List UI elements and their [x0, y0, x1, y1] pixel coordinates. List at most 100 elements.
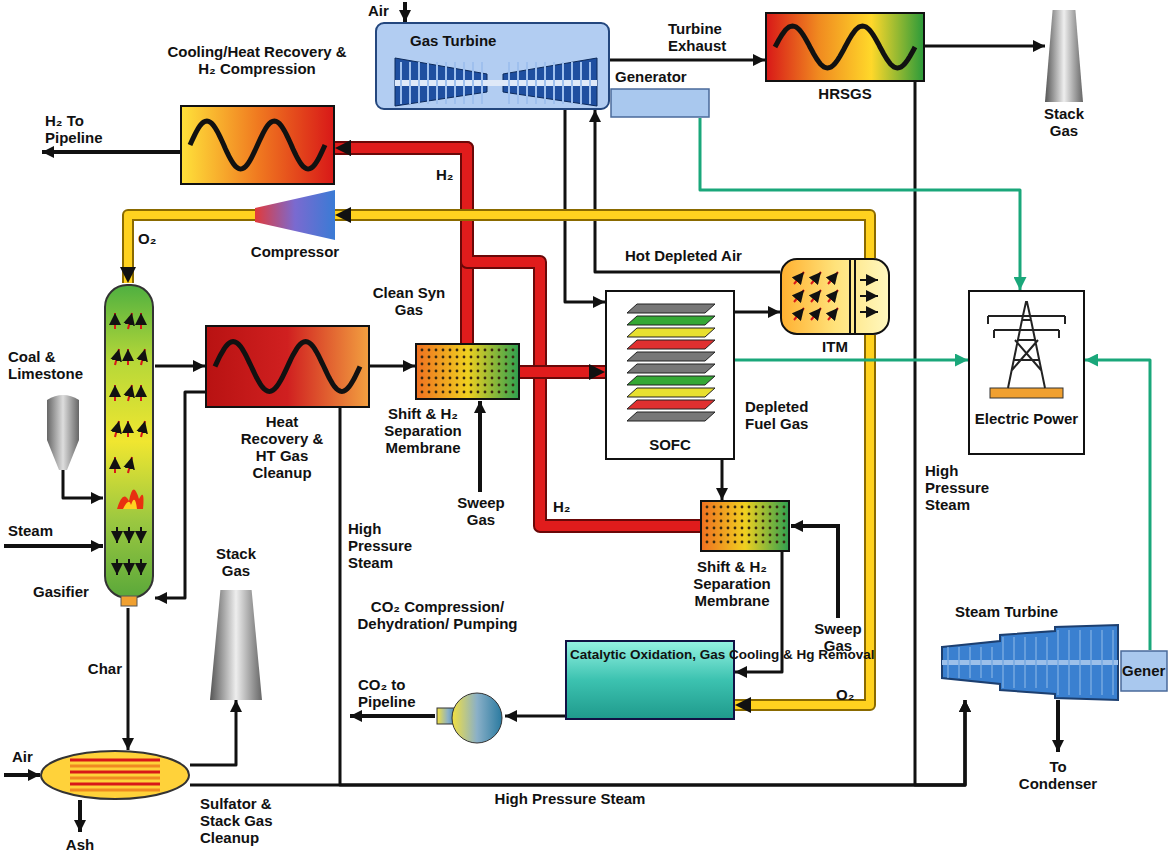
shape-part: [463, 370, 466, 373]
shape-part: [741, 520, 744, 523]
shape-part: [484, 370, 487, 373]
shape-part: [140, 313, 142, 329]
shape-part: [449, 384, 452, 387]
shape-part: [498, 356, 501, 359]
shape-part: [491, 384, 494, 387]
shape-part: [794, 272, 804, 284]
shape-part: [123, 500, 137, 509]
shape-part: [734, 513, 737, 516]
shape-part: [127, 349, 129, 365]
shape-part: [589, 62, 591, 104]
shape-part: [421, 377, 424, 380]
flow-line: [925, 45, 1045, 48]
shape-part: [627, 328, 715, 337]
shape-part: [449, 349, 452, 352]
shape-part: [783, 541, 786, 544]
shape-part: [776, 534, 779, 537]
shape-part: [741, 534, 744, 537]
oxygen-pipe-outline: [335, 215, 870, 258]
flow-line: [721, 460, 724, 500]
electric-grid: Electric Power: [968, 290, 1085, 455]
shape-part: [140, 385, 142, 401]
shape-part: [477, 363, 480, 366]
ion-transport-membrane: ITM: [780, 258, 890, 335]
shape-part: [114, 385, 116, 401]
shape-part: [748, 541, 751, 544]
shape-part: [449, 356, 452, 359]
shape-part: [1035, 637, 1037, 688]
shape-part: [498, 384, 501, 387]
node-label: Compressor: [247, 243, 343, 260]
h2-pipeline-arrow: [42, 150, 180, 154]
shape-part: [463, 377, 466, 380]
shape-part: [435, 356, 438, 359]
shape-part: [498, 363, 501, 366]
shape-part: [769, 527, 772, 530]
node-label: Cooling/Heat Recovery & H₂ Compression: [162, 43, 352, 77]
oxygen-pipe-outline: [128, 215, 255, 283]
shape-part: [720, 527, 723, 530]
node-label: Shift & H₂ Separation Membrane: [688, 558, 776, 609]
shape-part: [477, 377, 480, 380]
shape-part: [435, 349, 438, 352]
shape-part: [627, 340, 715, 349]
shape-part: [505, 349, 508, 352]
shape-part: [783, 534, 786, 537]
shape-part: [769, 534, 772, 537]
shape-part: [477, 370, 480, 373]
flow-line: [370, 365, 415, 368]
edge-label: High Pressure Steam: [348, 520, 428, 571]
air-inlet-arrow: [4, 773, 40, 777]
shape-part: [720, 534, 723, 537]
shape-part: [755, 541, 758, 544]
shape-part: [627, 364, 715, 373]
shape-part: [769, 541, 772, 544]
shape-part: [860, 279, 878, 281]
edge-label: High Pressure Steam: [470, 790, 670, 807]
shape-part: [435, 688, 505, 745]
steam-inlet-arrow: [4, 544, 103, 548]
shape-part: [1079, 630, 1081, 695]
shape-part: [491, 356, 494, 359]
flow-label: Air: [368, 2, 398, 19]
shape-part: [627, 316, 715, 325]
shape-part: [781, 259, 889, 334]
shape-part: [435, 370, 438, 373]
shape-part: [477, 391, 480, 394]
node-label: HRSGS: [765, 85, 925, 102]
shape-part: [706, 527, 709, 530]
shape-part: [512, 391, 515, 394]
shape-part: [442, 377, 445, 380]
shape-part: [456, 363, 459, 366]
hydrogen-pipe: [335, 148, 467, 343]
shape-part: [477, 356, 480, 359]
shape-part: [456, 391, 459, 394]
shape-part: [498, 377, 501, 380]
shape-part: [456, 370, 459, 373]
shape-part: [748, 534, 751, 537]
shape-part: [463, 62, 465, 104]
shape-part: [477, 349, 480, 352]
shape-part: [713, 541, 716, 544]
flow-label: Sweep Gas: [806, 620, 870, 654]
edge-label: O₂: [836, 686, 860, 703]
gas-turbine: Gas Turbine: [375, 22, 610, 110]
shape-part: [47, 390, 79, 470]
edge-label: High Pressure Steam: [925, 462, 1010, 513]
shape-part: [456, 377, 459, 380]
shape-part: [210, 590, 262, 700]
shape-part: [1057, 630, 1059, 695]
shape-part: [627, 352, 715, 361]
shape-part: [436, 62, 438, 104]
shape-part: [727, 541, 730, 544]
shape-part: [498, 370, 501, 373]
sulfator: Sulfator & Stack Gas Cleanup: [40, 750, 190, 800]
shape-part: [783, 527, 786, 530]
shape-part: [442, 363, 445, 366]
shape-part: [762, 506, 765, 509]
shape-part: [505, 391, 508, 394]
shape-part: [1046, 637, 1048, 688]
flow-label: Steam: [8, 522, 68, 539]
shape-part: [70, 765, 160, 768]
shape-part: [449, 370, 452, 373]
